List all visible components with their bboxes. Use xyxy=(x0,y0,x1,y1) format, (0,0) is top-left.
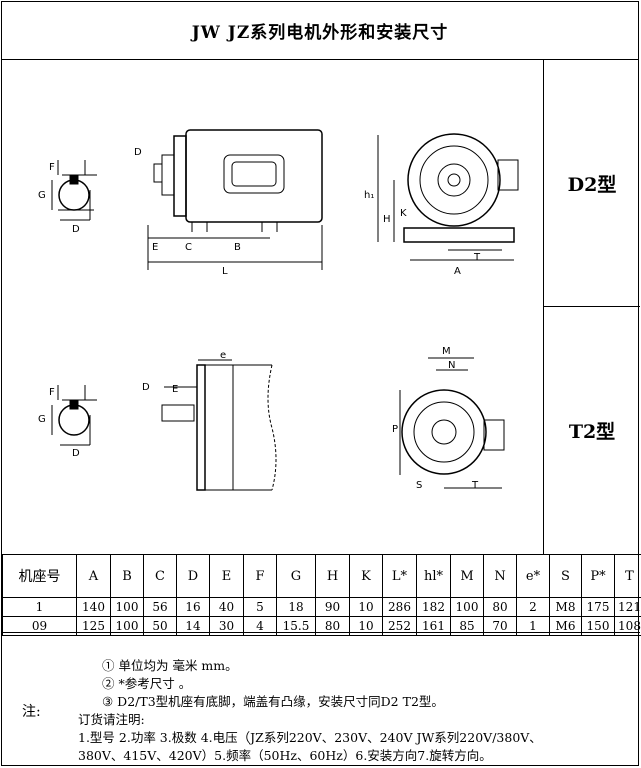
label-a-d2: A xyxy=(454,266,461,277)
table-cell: 108 xyxy=(614,616,641,636)
table-cell: 121 xyxy=(614,597,641,617)
label-p-t2: P xyxy=(392,424,398,435)
table-cell: 252 xyxy=(382,616,417,636)
table-cell: 286 xyxy=(382,597,417,617)
table-cell: 16 xyxy=(176,597,210,617)
label-l-d2: L xyxy=(222,266,228,277)
table-header-cell: L* xyxy=(382,554,417,598)
table-cell: 1 xyxy=(2,597,77,617)
table-cell: 30 xyxy=(209,616,244,636)
table-cell: 150 xyxy=(581,616,615,636)
table-cell: 50 xyxy=(143,616,177,636)
label-e-t2: E xyxy=(172,384,178,395)
shaft-section-d2 xyxy=(51,160,97,221)
table-cell: 140 xyxy=(76,597,111,617)
table-cell: M8 xyxy=(549,597,582,617)
label-d-side-t2: D xyxy=(142,382,150,393)
table-header-cell: N xyxy=(483,554,517,598)
motor-side-view-t2 xyxy=(161,359,277,491)
table-header-cell: K xyxy=(349,554,383,598)
label-k-d2: K xyxy=(400,208,407,219)
table-cell: 09 xyxy=(2,616,77,636)
note-line: 订货请注明: xyxy=(78,712,145,727)
type-d2-label: D2型 xyxy=(544,60,640,307)
drawing-area xyxy=(2,60,544,554)
table-cell: 56 xyxy=(143,597,177,617)
label-s-t2: S xyxy=(416,480,422,491)
table-header-cell: D xyxy=(176,554,210,598)
table-cell: 125 xyxy=(76,616,111,636)
table-header-cell: T xyxy=(614,554,641,598)
notes-section: 注: ① 单位均为 毫米 mm。 ② *参考尺寸 。 ③ D2/T3型机座有底脚… xyxy=(2,632,640,766)
label-n-t2: N xyxy=(448,360,455,371)
label-f-t2: F xyxy=(49,387,55,398)
table-header-cell: E xyxy=(209,554,244,598)
table-cell: 2 xyxy=(516,597,550,617)
label-d-d2: D xyxy=(72,224,80,235)
table-cell: 100 xyxy=(450,597,484,617)
table-header-cell: M xyxy=(450,554,484,598)
table-cell: 10 xyxy=(349,597,383,617)
table-row: 1 140 100 56 16 40 5 18 90 10 286 182 10… xyxy=(2,597,641,617)
table-cell: 80 xyxy=(483,597,517,617)
label-e-lower-t2: e xyxy=(220,350,226,361)
table-header-cell: A xyxy=(76,554,111,598)
label-g-t2: G xyxy=(38,414,46,425)
label-c-d2: C xyxy=(185,242,192,253)
type-t2-label: T2型 xyxy=(568,421,616,443)
table-cell: 5 xyxy=(243,597,277,617)
label-b-d2: B xyxy=(234,242,241,253)
note-line: 1.型号 2.功率 3.极数 4.电压（JZ系列220V、230V、240V J… xyxy=(78,730,542,745)
table-header-cell: C xyxy=(143,554,177,598)
table-cell: 100 xyxy=(110,597,144,617)
table-header-cell: P* xyxy=(581,554,615,598)
table-header-cell: 机座号 xyxy=(2,554,77,598)
motor-drawings: F G D D E C B L h₁ H K A T F G D D E e M… xyxy=(38,129,519,491)
motor-side-view-d2 xyxy=(147,129,323,270)
table-header-cell: hl* xyxy=(416,554,451,598)
table-cell: 90 xyxy=(315,597,350,617)
shaft-section-t2 xyxy=(51,385,97,446)
label-d-side-d2: D xyxy=(134,147,142,158)
label-d-t2: D xyxy=(72,448,80,459)
motor-front-view-t2 xyxy=(399,357,505,489)
note-line: 380V、415V、420V）5.频率（50Hz、60Hz）6.安装方向7.旋转… xyxy=(78,748,492,763)
notes-label: 注: xyxy=(22,704,41,720)
table-cell: 10 xyxy=(349,616,383,636)
note-line: ③ D2/T3型机座有底脚，端盖有凸缘，安装尺寸同D2 T2型。 xyxy=(102,694,444,709)
table-cell: 80 xyxy=(315,616,350,636)
table-cell: 70 xyxy=(483,616,517,636)
label-e-d2: E xyxy=(152,242,158,253)
table-header-row: 机座号 A B C D E F G H K L* hl* M N e* S P*… xyxy=(2,554,641,598)
table-cell: 182 xyxy=(416,597,451,617)
table-cell: 15.5 xyxy=(276,616,316,636)
table-row: 09 125 100 50 14 30 4 15.5 80 10 252 161… xyxy=(2,616,641,636)
label-t-d2: T xyxy=(473,252,481,263)
table-header-cell: H xyxy=(315,554,350,598)
table-cell: 40 xyxy=(209,597,244,617)
table-header-cell: F xyxy=(243,554,277,598)
table-cell: 175 xyxy=(581,597,615,617)
table-cell: 18 xyxy=(276,597,316,617)
dimension-table: 机座号 A B C D E F G H K L* hl* M N e* S P*… xyxy=(2,554,641,636)
label-h1-d2: h₁ xyxy=(364,190,374,201)
note-line: ① 单位均为 毫米 mm。 xyxy=(102,658,238,673)
page-title: JW JZ系列电机外形和安装尺寸 xyxy=(2,2,638,60)
table-header-cell: S xyxy=(549,554,582,598)
note-line: ② *参考尺寸 。 xyxy=(102,676,192,691)
table-header-cell: G xyxy=(276,554,316,598)
label-m-t2: M xyxy=(442,346,451,357)
table-header-cell: e* xyxy=(516,554,550,598)
table-cell: 100 xyxy=(110,616,144,636)
table-header-cell: B xyxy=(110,554,144,598)
label-t-t2: T xyxy=(471,480,479,491)
motor-front-view-d2 xyxy=(377,133,519,261)
table-cell: 161 xyxy=(416,616,451,636)
label-f-d2: F xyxy=(49,162,55,173)
label-h-d2: H xyxy=(383,214,391,225)
label-g-d2: G xyxy=(38,190,46,201)
